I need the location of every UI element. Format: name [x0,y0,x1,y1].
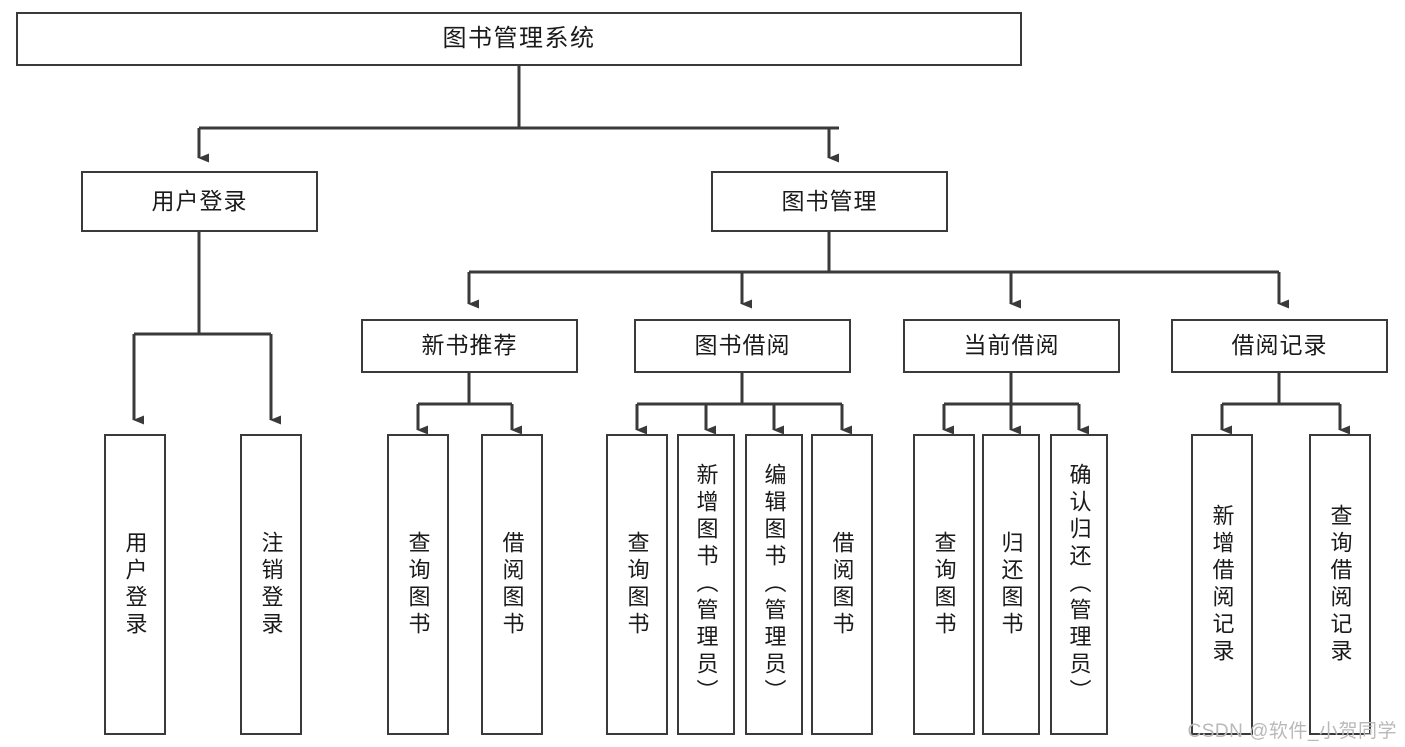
leaf-recommend-borrow-book[interactable]: 借阅图书 [481,434,543,735]
leaf-label: 查询图书 [405,530,431,639]
leaf-label: 查询图书 [624,530,650,639]
node-borrow-record[interactable]: 借阅记录 [1171,319,1388,373]
watermark-text: CSDN @软件_小贺同学 [1187,721,1397,742]
leaf-label: 查询借阅记录 [1327,503,1353,666]
leaf-label: 查询图书 [931,530,957,639]
node-new-book-recommend[interactable]: 新书推荐 [361,319,578,373]
leaf-current-confirm-return[interactable]: 确认归还（管理员） [1050,434,1108,735]
leaf-current-query-book[interactable]: 查询图书 [913,434,975,735]
node-root-system[interactable]: 图书管理系统 [16,12,1022,66]
leaf-borrow-edit-book[interactable]: 编辑图书（管理员） [745,434,803,735]
node-book-management[interactable]: 图书管理 [711,171,948,232]
leaf-label: 借阅图书 [499,530,525,639]
leaf-record-add-record[interactable]: 新增借阅记录 [1191,434,1253,735]
leaf-user-login-login[interactable]: 用户登录 [104,434,166,735]
leaf-label: 新增图书（管理员） [693,463,719,706]
leaf-borrow-add-book[interactable]: 新增图书（管理员） [677,434,735,735]
leaf-recommend-query-book[interactable]: 查询图书 [387,434,449,735]
leaf-borrow-borrow-book[interactable]: 借阅图书 [811,434,873,735]
node-user-login[interactable]: 用户登录 [81,171,318,232]
leaf-label: 编辑图书（管理员） [761,463,787,706]
leaf-label: 新增借阅记录 [1209,503,1235,666]
leaf-label: 注销登录 [258,530,284,639]
leaf-label: 借阅图书 [829,530,855,639]
leaf-current-return-book[interactable]: 归还图书 [982,434,1040,735]
leaf-borrow-query-book[interactable]: 查询图书 [606,434,668,735]
node-book-borrow[interactable]: 图书借阅 [634,319,851,373]
leaf-label: 用户登录 [122,530,148,639]
leaf-label: 确认归还（管理员） [1066,463,1092,706]
node-current-borrow[interactable]: 当前借阅 [903,319,1120,373]
leaf-label: 归还图书 [998,530,1024,639]
leaf-user-login-logout[interactable]: 注销登录 [240,434,302,735]
leaf-record-query-record[interactable]: 查询借阅记录 [1309,434,1371,735]
